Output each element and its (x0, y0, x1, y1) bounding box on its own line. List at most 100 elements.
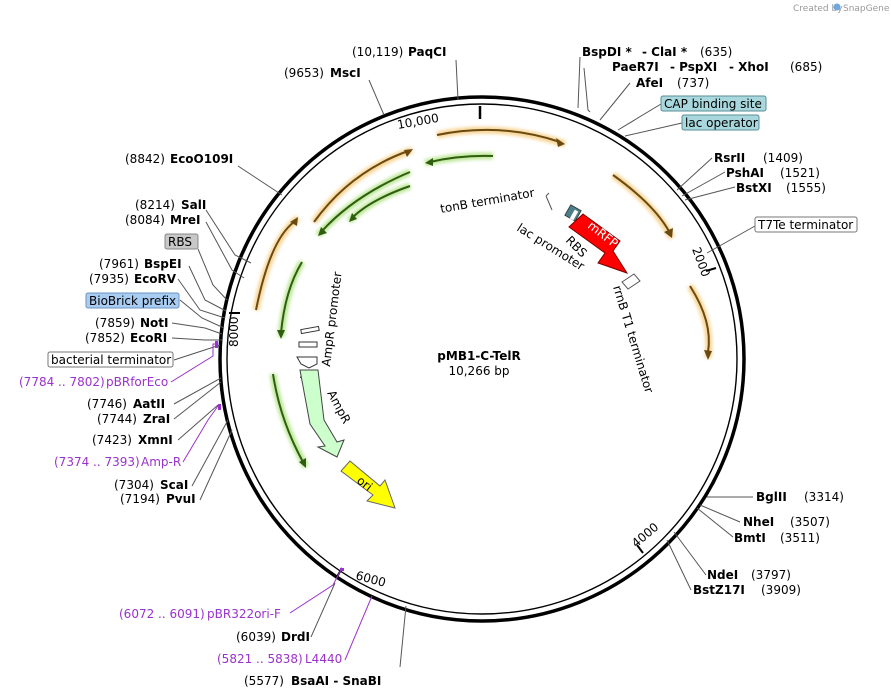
site-name-bstz17i: BstZ17I (693, 583, 745, 597)
primer-range-ampr: (7374 .. 7393) (54, 455, 140, 469)
t7te-terminator-label: T7Te terminator (757, 218, 853, 232)
site-pos-clai: (635) (700, 45, 732, 59)
site-name-aatii: AatII (133, 397, 165, 411)
site-pos-afei: (737) (677, 76, 709, 90)
bacterial-terminator-label: bacterial terminator (51, 353, 171, 367)
lac-promoter-glyph (564, 204, 582, 222)
lac-operator-label: lac operator (685, 116, 758, 130)
site-name-pshai: PshAI (726, 166, 764, 180)
site-name-xhoi: - XhoI (729, 60, 769, 74)
lac-operator-box (681, 114, 760, 131)
tick-label-2000: 2000 (689, 245, 713, 278)
site-name-noti: NotI (140, 316, 169, 330)
backbone-circle (218, 95, 746, 623)
bacterial-terminator-box (47, 351, 174, 368)
site-pos-ecori: (7852) (85, 331, 125, 345)
tonb-terminator-label: tonB terminator (439, 186, 536, 216)
site-pos-nhei: (3507) (790, 515, 830, 529)
site-name-msci: MscI (330, 66, 361, 80)
site-name-scai: ScaI (160, 478, 188, 492)
site-pos-bmti: (3511) (780, 531, 820, 545)
site-name-ecori: EcoRI (130, 331, 167, 345)
site-pos-xmni: (7423) (92, 433, 132, 447)
site-pos-zrai: (7744) (97, 412, 137, 426)
site-pos-drdi: (6039) (236, 630, 276, 644)
primer-range-l4440: (5821 .. 5838) (217, 652, 303, 666)
site-name-afei: AfeI (636, 76, 663, 90)
primer-range-pbr322ori: (6072 .. 6091) (119, 607, 205, 621)
site-name-pvui: PvuI (166, 492, 196, 506)
site-pos-paqci: (10,119) (352, 45, 403, 59)
site-pos-bstxi: (1555) (786, 181, 826, 195)
biobrick-prefix-box (85, 292, 180, 309)
plasmid-size: 10,266 bp (448, 364, 509, 378)
site-name-bspdi: BspDI * (582, 45, 632, 59)
site-pos-ecorv: (7935) (89, 272, 129, 286)
cap-binding-site-label: CAP binding site (664, 97, 762, 111)
site-name-paer7i: PaeR7I (612, 60, 659, 74)
rbs-box (164, 233, 199, 250)
site-name-bspei: BspEI (144, 257, 182, 271)
ampr-promoter-glyph (300, 325, 320, 335)
site-name-mrei: MreI (170, 213, 200, 227)
orf-orange-arrows (252, 126, 713, 360)
primer-range-pbrforeco: (7784 .. 7802) (19, 375, 105, 389)
primer-name-pbrforeco: pBRforEco (106, 375, 168, 389)
backbone-inner-circle (226, 103, 738, 615)
primer-name-l4440: L4440 (305, 652, 342, 666)
primer-name-ampr: Amp-R (141, 455, 181, 469)
site-name-ndei: NdeI (707, 568, 738, 582)
tick-label-10000: 10,000 (396, 111, 440, 132)
site-name-rsrii: RsrII (714, 151, 745, 165)
rrnb-terminator-glyph (621, 273, 641, 290)
site-pos-rsrii: (1409) (763, 151, 803, 165)
site-name-ecorv: EcoRV (134, 272, 177, 286)
tick-2000 (705, 267, 717, 272)
credit-text: Created by (793, 4, 843, 14)
site-pos-ndei: (3797) (751, 568, 791, 582)
site-pos-aatii: (7746) (87, 397, 127, 411)
site-pos-msci: (9653) (284, 66, 324, 80)
tick-label-6000: 6000 (354, 568, 387, 589)
site-name-pspxi: - PspXI (670, 60, 717, 74)
site-name-bstxi: BstXI (736, 181, 772, 195)
tick-4000 (636, 544, 644, 554)
site-pos-scai: (7304) (114, 478, 154, 492)
site-pos-ecoo109i: (8842) (125, 152, 165, 166)
site-pos-pshai: (1521) (780, 166, 820, 180)
plasmid-name: pMB1-C-TelR (437, 349, 520, 363)
snapgene-logo-icon (833, 3, 841, 11)
rbs-box-label: RBS (168, 235, 192, 249)
site-pos-xhoi: (685) (790, 60, 822, 74)
site-pos-mrei: (8084) (125, 213, 165, 227)
site-pos-sali: (8214) (135, 198, 175, 212)
site-leader-lines (171, 56, 756, 668)
ampr-arrow (299, 369, 345, 458)
site-pos-bglii: (3314) (804, 490, 844, 504)
ori-arrow (340, 460, 396, 509)
site-name-sali: SalI (181, 198, 206, 212)
t7te-terminator-box (754, 216, 858, 233)
site-name-drdi: DrdI (281, 630, 310, 644)
ampr-start-glyph (296, 356, 318, 369)
site-pos-pvui: (7194) (120, 492, 160, 506)
ampr-label: AmpR (324, 388, 353, 426)
orf-green-arrows (269, 152, 494, 469)
mrfp1-arrow (568, 213, 629, 274)
primer-name-pbr322ori: pBR322ori-F (207, 607, 281, 621)
site-name-nhei: NheI (743, 515, 774, 529)
site-name-ecoo109i: EcoO109I (170, 152, 233, 166)
site-pos-bspei: (7961) (99, 257, 139, 271)
site-pos-noti: (7859) (95, 316, 135, 330)
rrnb-terminator-label: rrnB T1 terminator (610, 284, 656, 395)
credit-brand: SnapGene (843, 4, 890, 14)
ampr-promoter-label: AmpR promoter (319, 271, 345, 367)
site-pos-bstz17i: (3909) (761, 583, 801, 597)
site-name-zrai: ZraI (143, 412, 170, 426)
site-name-bglii: BglII (756, 490, 787, 504)
tick-label-8000: 8000 (227, 316, 241, 347)
site-pos-bsaai: (5577) (244, 674, 284, 688)
site-name-bmti: BmtI (734, 531, 766, 545)
primer-leader-lines (170, 341, 373, 661)
